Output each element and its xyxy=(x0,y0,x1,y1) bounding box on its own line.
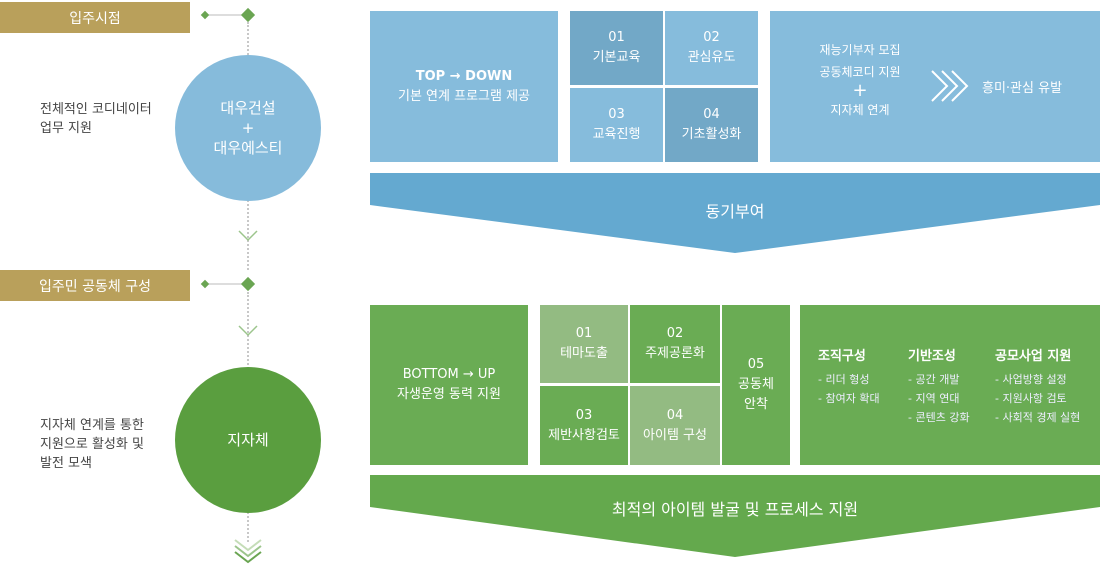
banner-item-discovery: 최적의 아이템 발굴 및 프로세스 지원 xyxy=(611,500,859,519)
chevron-down-icon xyxy=(238,325,258,337)
triple-chevron-down-icon xyxy=(234,539,262,564)
dotted-line xyxy=(247,512,249,542)
column-organization: 조직구성- 리더 형성- 참여자 확대 xyxy=(818,349,880,405)
dotted-line xyxy=(247,200,249,270)
result-text: 흥미·관심 유발 xyxy=(982,81,1063,96)
banner-arrow-blue xyxy=(370,173,1100,253)
dotted-line xyxy=(247,22,249,62)
chevron-down-icon xyxy=(238,230,258,242)
support-details-box: 조직구성- 리더 형성- 참여자 확대 기반조성- 공간 개발- 지역 연대- … xyxy=(800,305,1100,465)
dotted-line xyxy=(247,292,249,372)
arrow-right-icon xyxy=(931,70,969,102)
circle-daewoo: 대우건설+대우에스티 xyxy=(175,55,321,201)
stage-label-community: 입주민 공동체 구성 xyxy=(0,270,190,301)
column-foundation: 기반조성- 공간 개발- 지역 연대- 콘텐츠 강화 xyxy=(908,349,970,424)
banner-arrow-green xyxy=(370,475,1100,557)
banner-motivation: 동기부여 xyxy=(705,202,765,221)
column-contest-support: 공모사업 지원- 사업방향 설정- 지원사항 검토- 사회적 경제 실현 xyxy=(995,349,1081,424)
circle-local-government: 지자체 xyxy=(175,367,321,513)
diamond-connector-1 xyxy=(200,7,256,23)
stage-label-move-in: 입주시점 xyxy=(0,2,190,33)
timeline-connectors xyxy=(200,7,256,292)
diamond-connector-2 xyxy=(200,276,256,292)
